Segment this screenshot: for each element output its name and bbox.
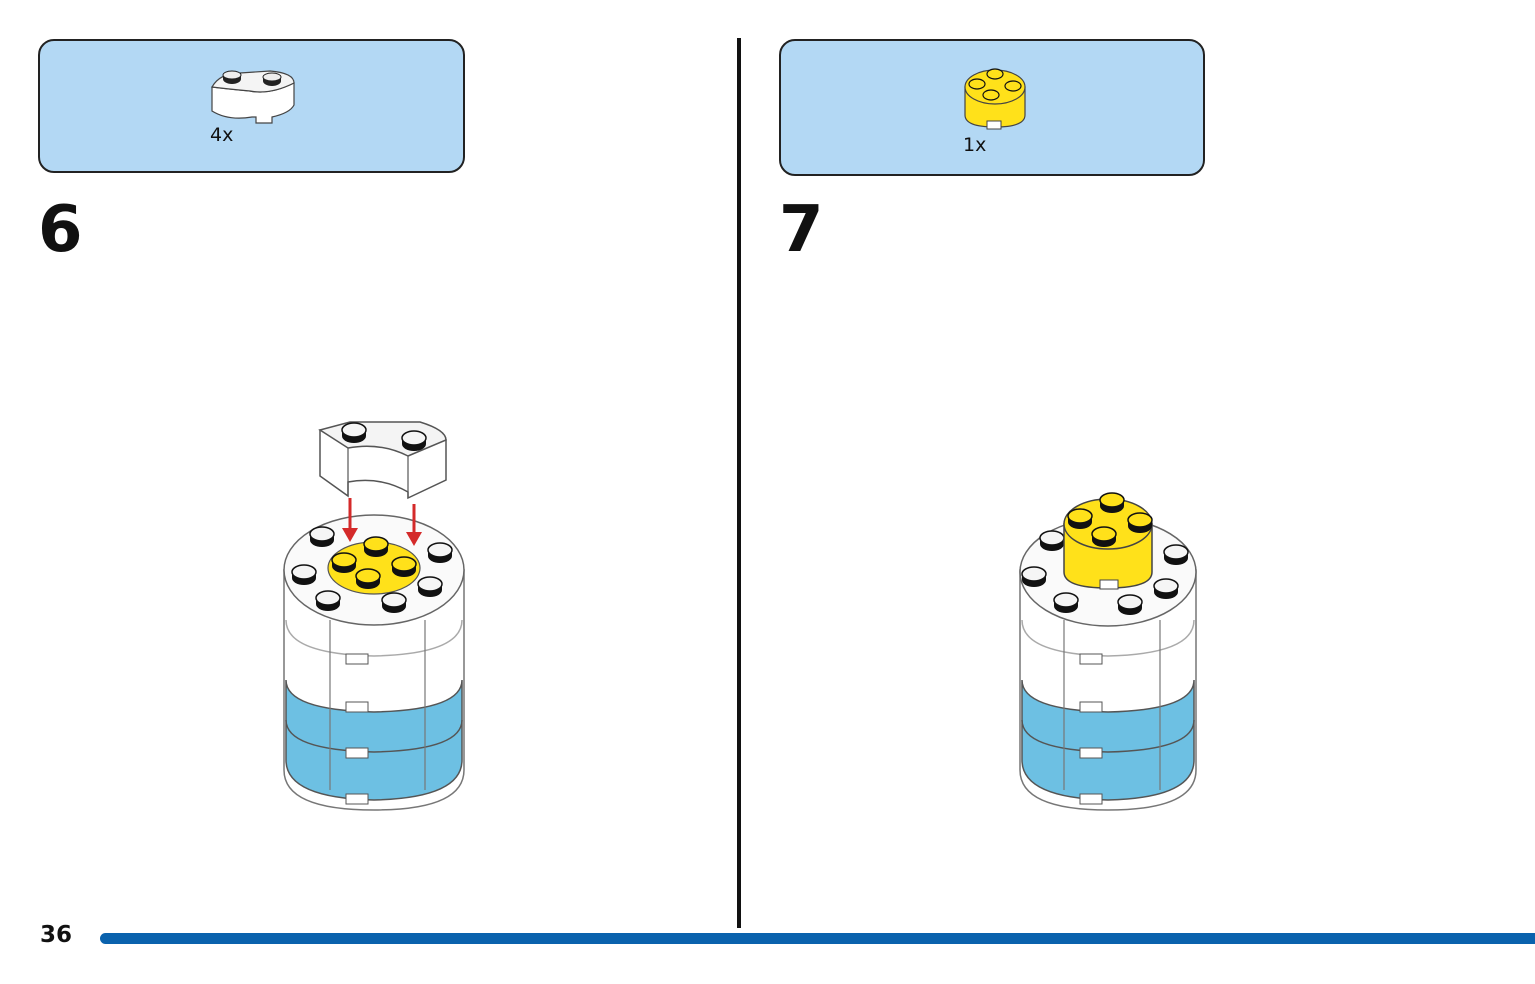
part-quantity: 4x (210, 124, 234, 146)
footer-bar (100, 933, 1535, 944)
page-divider (737, 38, 741, 928)
parts-list-panel: 4x (38, 39, 465, 173)
step-7-assembly-illustration (1019, 492, 1197, 811)
yellow-round-brick-icon (964, 68, 1026, 130)
parts-list-panel: 1x (779, 39, 1205, 176)
step-number: 6 (38, 193, 83, 267)
part-quantity: 1x (963, 134, 987, 156)
step-number: 7 (779, 193, 824, 267)
step-6-assembly-illustration (283, 421, 465, 811)
page-number: 36 (40, 922, 73, 948)
white-curved-brick-icon (211, 70, 295, 124)
